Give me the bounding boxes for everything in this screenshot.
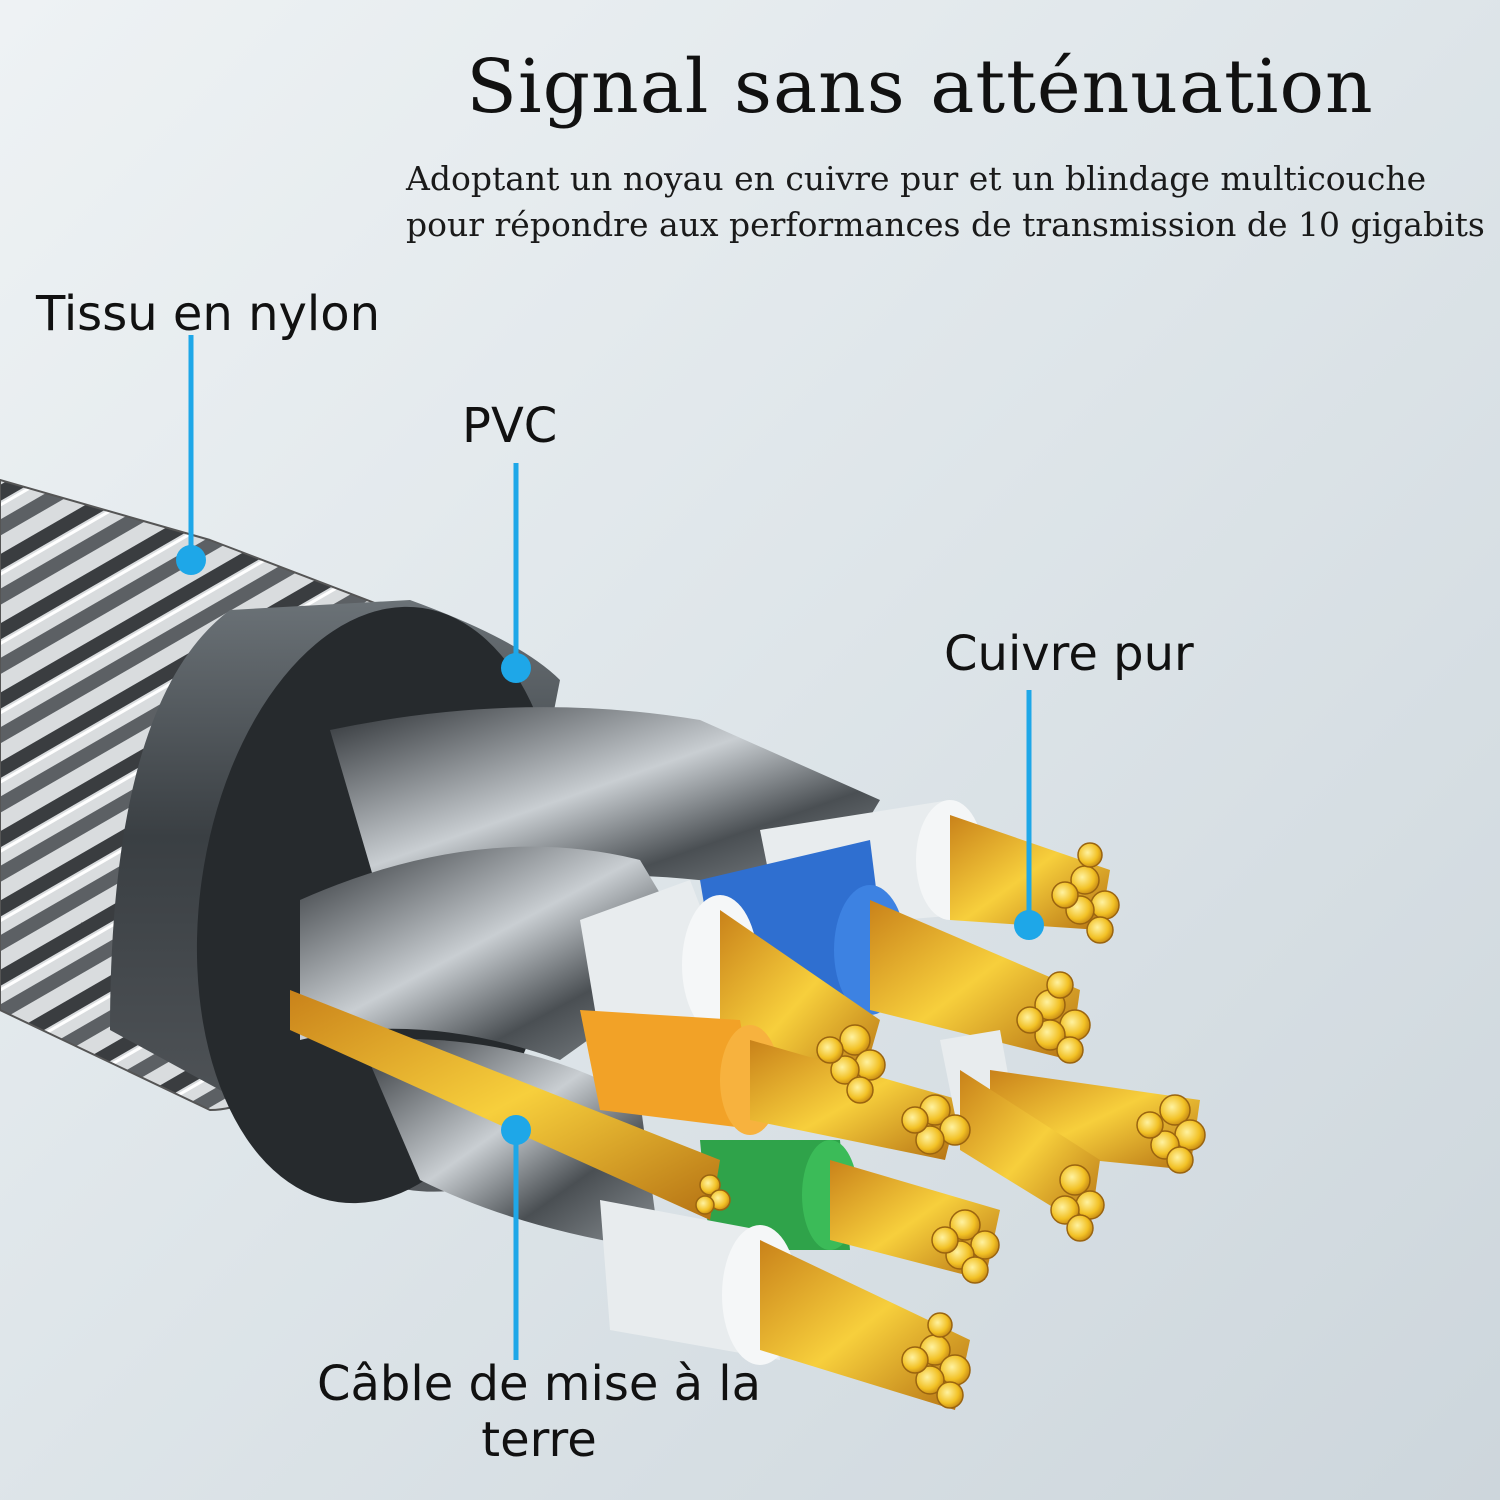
label-ground-line-2: terre [481, 1412, 597, 1468]
page-subtitle: Adoptant un noyau en cuivre pur et un bl… [406, 156, 1496, 248]
label-ground-line-1: Câble de mise à la [316, 1356, 762, 1412]
subtitle-line-1: Adoptant un noyau en cuivre pur et un bl… [406, 159, 1427, 198]
subtitle-line-2: pour répondre aux performances de transm… [406, 205, 1485, 244]
label-nylon: Tissu en nylon [36, 286, 381, 342]
strand-ends [695, 842, 1206, 1409]
label-ground-cable: Câble de mise à la terre [300, 1356, 778, 1468]
callout-lines [176, 335, 1044, 1360]
label-copper: Cuivre pur [944, 626, 1194, 682]
page-title: Signal sans atténuation [466, 44, 1374, 130]
label-pvc: PVC [462, 398, 558, 454]
